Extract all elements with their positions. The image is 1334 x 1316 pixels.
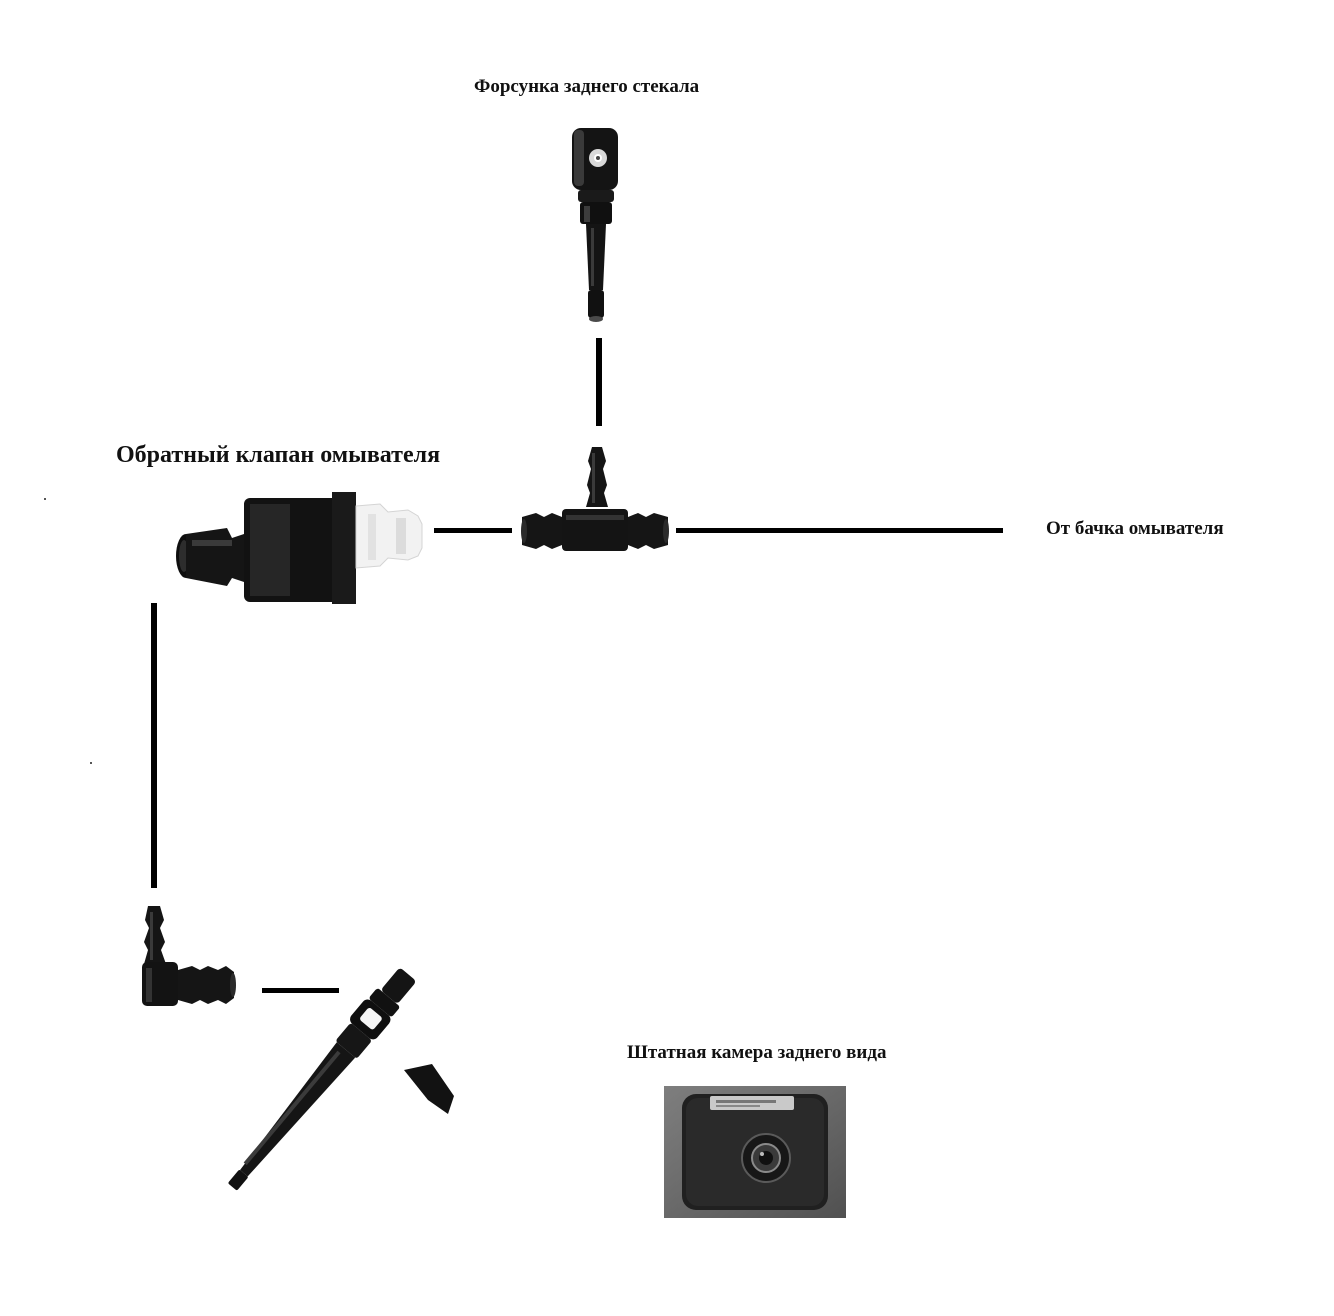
speck: [44, 498, 46, 500]
camera-label: Штатная камера заднего вида: [627, 1042, 887, 1063]
from-tank-label: От бачка омывателя: [1046, 518, 1224, 539]
hose-elbow-to-camera-nozzle: [262, 988, 339, 993]
check-valve-label: Обратный клапан омывателя: [116, 442, 441, 468]
camera-washer-nozzle-icon: [228, 968, 454, 1190]
rear-view-camera-icon: [664, 1086, 846, 1218]
hose-valve-to-tee: [434, 528, 512, 533]
hose-valve-to-elbow: [151, 603, 157, 888]
hose-tee-to-tank: [676, 528, 1003, 533]
hose-nozzle-to-tee: [596, 338, 602, 426]
nozzle-label: Форсунка заднего стекала: [474, 76, 700, 97]
check-valve-icon: [176, 492, 423, 604]
speck: [90, 762, 92, 764]
elbow-connector-icon: [142, 906, 236, 1006]
tee-connector-icon: [521, 447, 669, 551]
rear-window-nozzle-icon: [572, 128, 618, 322]
